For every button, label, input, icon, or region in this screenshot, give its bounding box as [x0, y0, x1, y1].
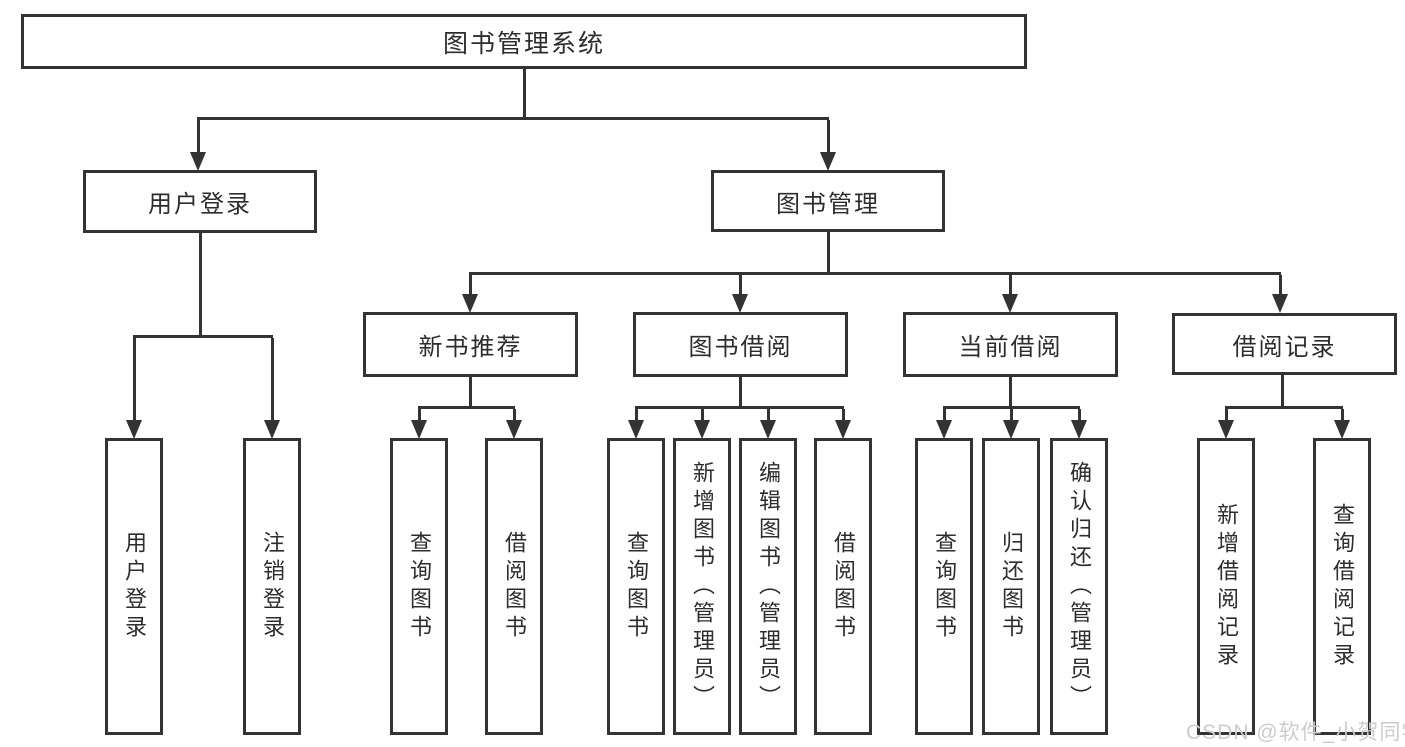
leaf-label: 查询借阅记录: [1330, 502, 1355, 671]
leaf-label: 归还图书: [999, 530, 1024, 643]
arrow-down-icon: [760, 420, 776, 439]
leaf-add-book-admin: 新增图书（管理员）: [673, 438, 731, 735]
node-library-system: 图书管理系统: [21, 14, 1027, 69]
connector-userlogin-bar: [133, 335, 273, 338]
connector-userlogin-c1: [133, 338, 136, 424]
connector-g2-c1: [635, 409, 638, 424]
leaf-add-borrow-record: 新增借阅记录: [1197, 438, 1255, 735]
node-borrowing-records: 借阅记录: [1172, 313, 1397, 375]
arrow-down-icon: [462, 294, 478, 313]
arrow-down-icon: [694, 420, 710, 439]
leaf-label: 查询图书: [932, 530, 957, 643]
arrow-down-icon: [1003, 420, 1019, 439]
connector-g4-c1: [1225, 409, 1228, 424]
leaf-edit-book-admin: 编辑图书（管理员）: [739, 438, 797, 735]
node-current-borrowing: 当前借阅: [903, 312, 1118, 377]
leaf-label: 查询图书: [407, 530, 432, 643]
leaf-label: 注销登录: [260, 530, 285, 643]
arrow-down-icon: [126, 420, 142, 439]
connector-root-bar: [197, 117, 829, 120]
connector-g1-c2: [513, 409, 516, 424]
connector-g1-bar: [418, 406, 515, 409]
leaf-confirm-return-admin: 确认归还（管理员）: [1050, 438, 1108, 735]
arrow-down-icon: [264, 420, 280, 439]
arrow-down-icon: [190, 152, 206, 171]
arrow-down-icon: [1071, 420, 1087, 439]
node-book-management: 图书管理: [711, 170, 945, 232]
connector-bookmgmt-c3: [1009, 275, 1012, 298]
connector-g4-c2: [1341, 409, 1344, 424]
arrow-down-icon: [835, 420, 851, 439]
leaf-return-books: 归还图书: [982, 438, 1040, 735]
leaf-label: 编辑图书（管理员）: [756, 460, 781, 713]
connector-g3-drop: [1009, 377, 1012, 409]
connector-g2-c2: [701, 409, 704, 424]
connector-g2-drop: [739, 377, 742, 409]
connector-g1-drop: [469, 377, 472, 409]
leaf-query-books-recommend: 查询图书: [390, 438, 448, 735]
leaf-label: 借阅图书: [831, 530, 856, 643]
csdn-watermark: CSDN @软件_小贺同学: [1186, 721, 1405, 744]
node-book-borrowing: 图书借阅: [633, 312, 848, 377]
leaf-label: 新增借阅记录: [1214, 502, 1239, 671]
connector-root-drop: [523, 69, 526, 119]
leaf-query-books-current: 查询图书: [915, 438, 973, 735]
leaf-label: 用户登录: [122, 530, 147, 643]
leaf-borrow-books-recommend: 借阅图书: [485, 438, 543, 735]
leaf-logout: 注销登录: [243, 438, 301, 735]
connector-userlogin-drop: [199, 233, 202, 337]
leaf-query-borrow-record: 查询借阅记录: [1313, 438, 1371, 735]
arrow-down-icon: [936, 420, 952, 439]
connector-g3-c2: [1010, 409, 1013, 424]
connector-bookmgmt-c1: [469, 275, 472, 298]
arrow-down-icon: [411, 420, 427, 439]
arrow-down-icon: [506, 420, 522, 439]
connector-userlogin-c2: [271, 338, 274, 424]
node-user-login: 用户登录: [83, 170, 317, 233]
leaf-label: 查询图书: [624, 530, 649, 643]
arrow-down-icon: [628, 420, 644, 439]
connector-root-right: [827, 120, 830, 156]
arrow-down-icon: [1002, 294, 1018, 313]
leaf-user-login: 用户登录: [105, 438, 163, 735]
leaf-label: 借阅图书: [502, 530, 527, 643]
connector-bookmgmt-c2: [739, 275, 742, 298]
connector-g4-bar: [1225, 406, 1343, 409]
arrow-down-icon: [1334, 420, 1350, 439]
arrow-down-icon: [1218, 420, 1234, 439]
connector-bookmgmt-drop: [827, 232, 830, 275]
connector-g3-c1: [943, 409, 946, 424]
leaf-label: 确认归还（管理员）: [1067, 460, 1092, 713]
connector-bookmgmt-c4: [1279, 275, 1282, 298]
connector-g3-c3: [1078, 409, 1081, 424]
arrow-down-icon: [732, 294, 748, 313]
connector-g3-bar: [943, 406, 1080, 409]
leaf-borrow-books-borrowing: 借阅图书: [814, 438, 872, 735]
connector-g4-drop: [1281, 375, 1284, 409]
node-new-book-recommend: 新书推荐: [363, 312, 578, 377]
connector-g2-c3: [767, 409, 770, 424]
connector-g2-bar: [635, 406, 844, 409]
arrow-down-icon: [820, 152, 836, 171]
connector-root-left: [197, 120, 200, 156]
connector-bookmgmt-bar: [469, 272, 1281, 275]
leaf-query-books-borrowing: 查询图书: [607, 438, 665, 735]
connector-g1-c1: [418, 409, 421, 424]
leaf-label: 新增图书（管理员）: [690, 460, 715, 713]
connector-g2-c4: [842, 409, 845, 424]
arrow-down-icon: [1272, 294, 1288, 313]
